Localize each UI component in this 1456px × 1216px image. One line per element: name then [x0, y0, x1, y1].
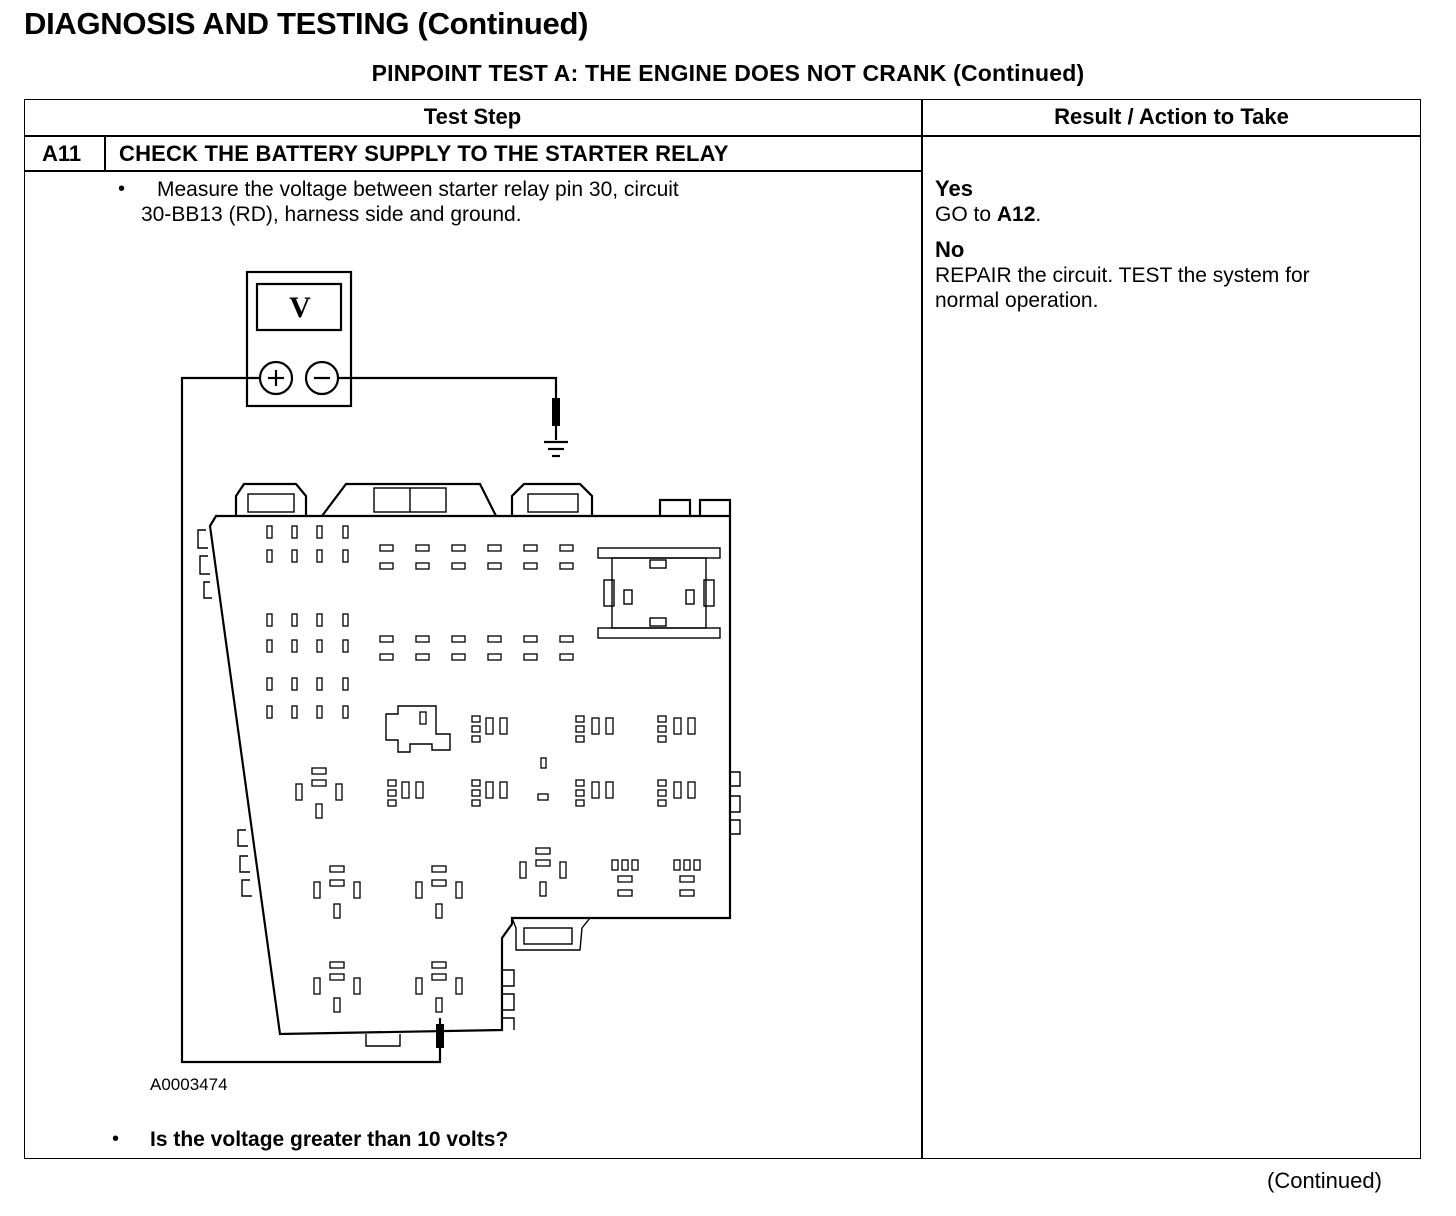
header-result-action: Result / Action to Take — [1054, 104, 1289, 129]
negative-test-lead — [338, 376, 558, 398]
fuse-box-outline — [197, 482, 741, 1047]
starter-relay-socket — [597, 547, 721, 639]
result-no-line-1: REPAIR the circuit. TEST the system for — [935, 264, 1310, 287]
step-header-divider — [24, 170, 922, 172]
section-title: PINPOINT TEST A: THE ENGINE DOES NOT CRA… — [371, 60, 1085, 86]
result-yes-suffix: . — [1035, 203, 1042, 226]
figure-id: A0003474 — [150, 1075, 228, 1094]
question-bullet: • — [112, 1128, 120, 1150]
result-yes-target: A12 — [996, 203, 1036, 226]
header-divider — [24, 135, 1421, 137]
result-no-label: No — [935, 237, 965, 262]
result-yes-prefix: GO to — [935, 203, 997, 226]
result-no-line-2: normal operation. — [935, 289, 1099, 312]
header-test-step: Test Step — [423, 104, 522, 129]
positive-test-lead — [180, 376, 442, 1064]
footer-continued: (Continued) — [1267, 1168, 1382, 1193]
meter-symbol: V — [289, 291, 311, 324]
voltmeter: V — [245, 270, 353, 408]
result-yes-label: Yes — [935, 176, 973, 201]
column-divider — [921, 99, 923, 1159]
step-id-divider — [104, 135, 106, 171]
ground-symbol-icon — [544, 440, 568, 458]
bullet-marker: • — [118, 178, 126, 200]
step-title: CHECK THE BATTERY SUPPLY TO THE STARTER … — [119, 141, 729, 166]
page-title: DIAGNOSIS AND TESTING (Continued) — [24, 6, 589, 41]
fuse-slots — [266, 525, 701, 1013]
result-yes-action: GO to A12. — [935, 202, 1041, 227]
step-id: A11 — [42, 141, 82, 166]
question-text: Is the voltage greater than 10 volts? — [150, 1128, 509, 1151]
pinpoint-test-table — [24, 99, 1421, 1159]
positive-probe — [436, 1018, 444, 1048]
instruction-line-1: Measure the voltage between starter rela… — [157, 178, 679, 201]
instruction-line-2: 30-BB13 (RD), harness side and ground. — [141, 203, 522, 226]
ground-probe — [552, 398, 560, 440]
